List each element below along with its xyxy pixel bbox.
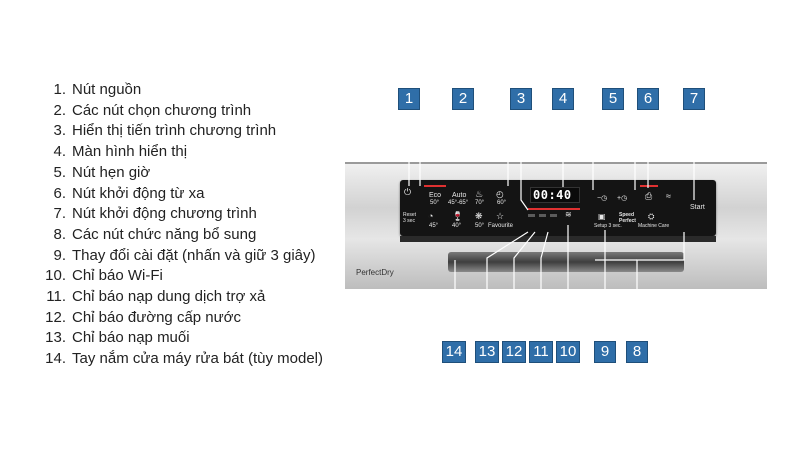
auto-label[interactable]: Auto <box>452 192 467 199</box>
clock-program-icon[interactable]: ◴ <box>496 189 504 199</box>
remote-start-icon[interactable]: ⎙ <box>645 191 653 201</box>
status-indicators <box>528 214 580 218</box>
eco-label[interactable]: Eco <box>429 192 442 199</box>
display-screen <box>530 187 580 203</box>
program7-temp: 50° <box>475 223 485 229</box>
star-icon[interactable]: ☆ <box>496 211 505 221</box>
legend-item: 11.Chỉ báo nạp dung dịch trợ xả <box>46 288 266 306</box>
setup-icon[interactable]: ▣ <box>598 212 606 221</box>
badge-8: 8 <box>626 341 648 363</box>
legend-item: 6.Nút khởi động từ xa <box>53 184 205 202</box>
badge-9: 9 <box>594 341 616 363</box>
auto-temp: 45°-65° <box>448 200 469 206</box>
power-icon[interactable]: ⏻ <box>404 187 412 197</box>
badge-10: 10 <box>556 341 580 363</box>
display-time: 00:40 <box>533 188 572 202</box>
legend-item: 3.Hiển thị tiến trình chương trình <box>53 122 277 140</box>
door-handle[interactable] <box>448 252 684 272</box>
brand-label: PerfectDry <box>356 268 394 277</box>
legend-item: 4.Màn hình hiển thị <box>53 143 188 161</box>
eco-indicator-bar <box>424 185 446 187</box>
progress-bar <box>528 208 580 210</box>
badge-1: 1 <box>398 88 420 110</box>
dry-icon[interactable]: ≈ <box>666 191 671 201</box>
control-panel-edge <box>400 236 716 242</box>
start-button[interactable]: Start <box>690 204 705 211</box>
badge-4: 4 <box>552 88 574 110</box>
legend-item: 2.Các nút chọn chương trình <box>53 101 252 119</box>
pot-icon[interactable]: ♨ <box>475 189 484 199</box>
badge-5: 5 <box>602 88 624 110</box>
legend-item: 7.Nút khởi động chương trình <box>53 205 257 223</box>
program6-temp: 40° <box>452 223 462 229</box>
eco-temp: 50° <box>430 200 440 206</box>
badge-2: 2 <box>452 88 474 110</box>
legend-item: 1.Nút nguồn <box>53 81 142 98</box>
timer-plus-button[interactable]: +◷ <box>617 195 628 202</box>
remote-start-indicator-bar <box>640 185 658 187</box>
glass-icon[interactable]: 🍷 <box>452 211 464 221</box>
favourite-label: Favourite <box>488 223 514 229</box>
legend-item: 5.Nút hẹn giờ <box>53 163 151 181</box>
badge-14: 14 <box>442 341 466 363</box>
machine-care-label: Machine Care <box>638 223 670 229</box>
badge-12: 12 <box>502 341 526 363</box>
program3-temp: 70° <box>475 200 485 206</box>
badge-3: 3 <box>510 88 532 110</box>
quick-wash-icon[interactable]: ◔ <box>428 211 434 221</box>
machine-care-icon[interactable]: ⛭ <box>648 212 655 221</box>
speed-perfect-button[interactable]: Speed Perfect <box>619 212 636 224</box>
salt-indicator <box>528 214 535 217</box>
wifi-icon: ≋ <box>565 210 572 219</box>
badge-7: 7 <box>683 88 705 110</box>
legend-item: 9.Thay đổi cài đặt (nhấn và giữ 3 giây) <box>53 246 316 264</box>
badge-11: 11 <box>529 341 553 363</box>
water-supply-indicator <box>539 214 546 217</box>
setup-label: Setup 3 sec. <box>594 223 622 229</box>
program4-temp: 60° <box>497 200 507 206</box>
badge-6: 6 <box>637 88 659 110</box>
reset-label: Reset 3 sec <box>403 212 417 224</box>
badge-13: 13 <box>475 341 499 363</box>
rinse-aid-indicator <box>550 214 557 217</box>
program5-temp: 45° <box>429 223 439 229</box>
silent-icon[interactable]: ❋ <box>475 211 483 221</box>
legend-item: 14.Tay nắm cửa máy rửa bát (tùy model) <box>45 350 324 368</box>
legend-item: 13.Chỉ báo nạp muối <box>45 329 190 347</box>
legend-list: 1.Nút nguồn 2.Các nút chọn chương trình … <box>44 80 364 370</box>
timer-minus-button[interactable]: −◷ <box>597 195 608 202</box>
legend-item: 10.Chỉ báo Wi-Fi <box>45 267 163 285</box>
legend-item: 8.Các nút chức năng bổ sung <box>53 225 257 243</box>
legend-item: 12.Chỉ báo đường cấp nước <box>45 308 242 326</box>
